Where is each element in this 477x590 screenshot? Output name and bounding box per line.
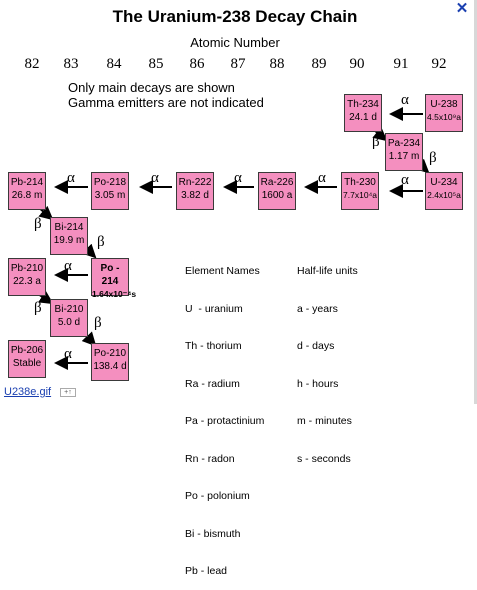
scrollbar-edge [474,0,477,404]
legend-heading: Half-life units [297,265,358,277]
nuclide-box-th230: Th-230 7.7x10⁴a [341,172,379,210]
legend-heading: Element Names [185,265,260,277]
legend-item: U - uranium [185,302,243,315]
element-names-legend: Element Names U - uranium Th - thorium R… [185,240,264,590]
nuclide-halflife: Stable [12,358,42,369]
alpha-label-po210: α [64,346,72,362]
alpha-label-th230: α [318,170,326,186]
atomic-number-87: 87 [230,56,246,72]
legend-item: d - days [297,340,335,352]
nuclide-box-pb206: Pb-206 Stable [8,340,46,378]
nuclide-box-pa234: Pa-234 1.17 m [385,133,423,171]
nuclide-halflife: 1.17 m [388,151,420,162]
atomic-number-83: 83 [63,56,79,72]
legend-item: Ra - radium [185,377,240,390]
nuclide-box-rn222: Rn-222 3.82 d [176,172,214,210]
atomic-number-88: 88 [269,56,285,72]
note-gamma: Gamma emitters are not indicated [68,95,264,110]
nuclide-box-pb214: Pb-214 26.8 m [8,172,46,210]
alpha-label-ra226: α [234,170,242,186]
atomic-number-89: 89 [311,56,327,72]
alpha-label-po218: α [67,170,75,186]
expand-icon[interactable]: +↑ [60,387,76,397]
beta-label-bi214: β [97,234,105,250]
atomic-number-85: 85 [148,56,164,72]
file-link[interactable]: U238e.gif [4,386,52,398]
nuclide-halflife: 19.9 m [53,235,85,246]
close-icon[interactable]: ✕ [455,0,469,17]
nuclide-halflife: 3.05 m [94,190,126,201]
nuclide-name: Th-234 [347,99,379,110]
nuclide-box-bi210: Bi-210 5.0 d [50,299,88,337]
beta-label-th234: β [372,134,380,150]
nuclide-name: Ra-226 [260,177,294,188]
nuclide-halflife: 1600 a [261,190,293,201]
nuclide-box-ra226: Ra-226 1600 a [258,172,296,210]
beta-label-bi210: β [94,315,102,331]
nuclide-name: Pa-234 [387,138,421,149]
atomic-number-90: 90 [349,56,365,72]
alpha-label-u234: α [401,172,409,188]
nuclide-halflife: 5.0 d [57,317,81,328]
nuclide-name: Rn-222 [178,177,212,188]
nuclide-name: Pb-206 [10,345,44,356]
nuclide-name: U-238 [430,99,458,110]
legend-item: Po - polonium [185,490,250,502]
nuclide-halflife: 7.7x10⁴a [343,190,377,200]
diagram-title: The Uranium-238 Decay Chain [112,7,358,26]
nuclide-halflife: 26.8 m [11,190,43,201]
legend-item: Bi - bismuth [185,527,241,540]
alpha-label-u238: α [401,92,409,108]
nuclide-halflife: 3.82 d [181,190,209,201]
atomic-number-91: 91 [393,56,409,72]
alpha-label-rn222: α [151,170,159,186]
nuclide-box-th234: Th-234 24.1 d [344,94,382,132]
nuclide-box-pb210: Pb-210 22.3 a [8,258,46,296]
legend-item: Rn - radon [185,452,235,465]
nuclide-halflife: 2.4x10⁵a [427,190,461,200]
axis-label: Atomic Number [190,35,280,50]
beta-label-pa234: β [429,150,437,166]
legend-item: Pb - lead [185,565,228,577]
legend-item: Pa - protactinium [185,415,265,427]
beta-label-pb214: β [34,216,42,232]
atomic-number-92: 92 [431,56,447,72]
nuclide-name: Bi-214 [54,222,84,233]
nuclide-name: Bi-210 [54,304,84,315]
legend-item: m - minutes [297,415,352,427]
nuclide-name: Pb-214 [10,177,44,188]
nuclide-halflife: 22.3 a [13,276,41,287]
nuclide-name: U-234 [430,177,458,188]
nuclide-box-po214: Po - 214 1.64x10⁻⁴s [91,258,136,299]
nuclide-box-po218: Po-218 3.05 m [91,172,129,210]
image-caption: U238e.gif +↑ [4,386,76,398]
legend-item: s - seconds [297,452,351,465]
atomic-number-84: 84 [106,56,122,72]
beta-label-pb210: β [34,300,42,316]
nuclide-halflife: 138.4 d [93,361,127,372]
nuclide-box-u238: U-238 4.5x10⁹a [425,94,463,132]
legend-item: Th - thorium [185,340,242,352]
legend-item: h - hours [297,377,339,390]
halflife-units-legend: Half-life units a - years d - days h - h… [297,240,358,478]
note-main-decays: Only main decays are shown [68,80,235,95]
nuclide-halflife: 4.5x10⁹a [427,112,461,122]
nuclide-name: Po-210 [93,348,127,359]
alpha-label-po214: α [64,258,72,274]
atomic-number-86: 86 [189,56,205,72]
nuclide-box-u234: U-234 2.4x10⁵a [425,172,463,210]
atomic-number-82: 82 [24,56,40,72]
nuclide-box-po210: Po-210 138.4 d [91,343,129,381]
nuclide-name: Th-230 [344,177,376,188]
nuclide-halflife: 1.64x10⁻⁴s [92,289,137,299]
nuclide-name: Pb-210 [10,263,44,274]
legend-item: a - years [297,302,338,315]
nuclide-halflife: 24.1 d [349,112,377,123]
nuclide-box-bi214: Bi-214 19.9 m [50,217,88,255]
nuclide-name: Po-218 [93,177,127,188]
nuclide-name: Po - 214 [100,263,120,287]
